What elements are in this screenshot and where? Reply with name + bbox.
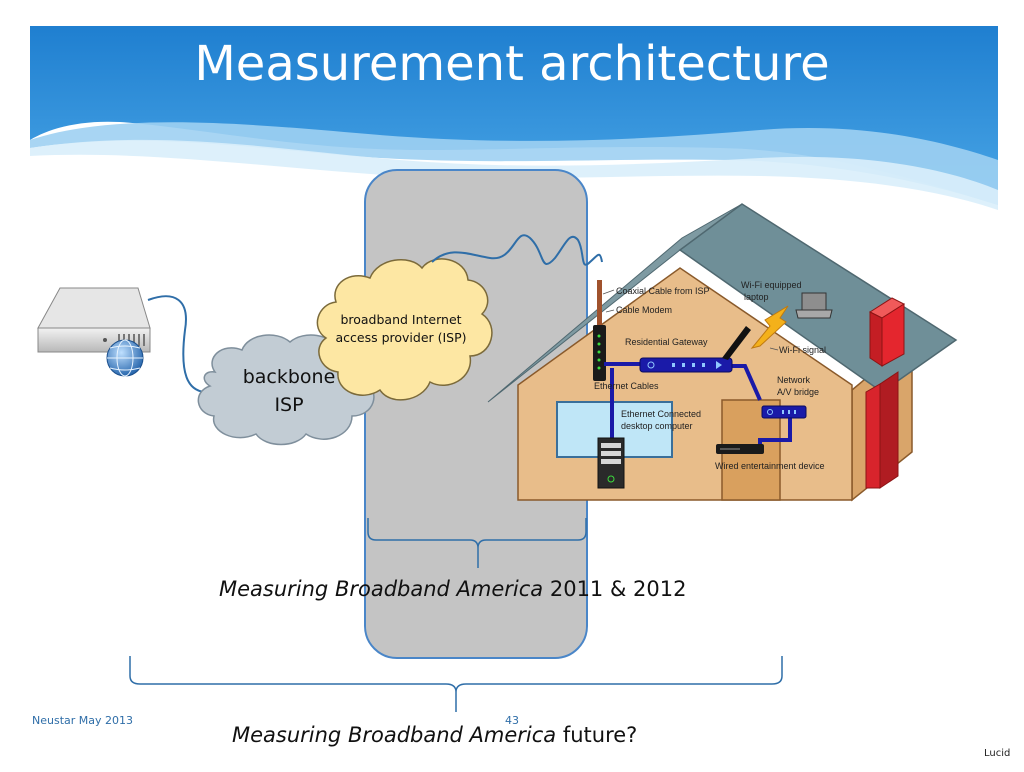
backbone-label-line2: ISP (274, 394, 304, 416)
current-caption-years: 2011 & 2012 (543, 577, 687, 601)
laptop-label: Wi-Fi equipped laptop (741, 279, 802, 303)
future-scope-brace (129, 656, 783, 712)
bridge-label-line2: A/V bridge (777, 387, 820, 397)
leader-lines (602, 289, 779, 351)
desktop-label-line1: Ethernet Connected (621, 409, 702, 419)
desktop-label: Ethernet Connected desktop computer (621, 408, 701, 432)
future-caption-question: future? (556, 723, 638, 747)
entertainment-device-icon (716, 444, 764, 454)
future-caption: Measuring Broadband America future? (232, 723, 637, 747)
bridge-label-line1: Network (777, 375, 811, 385)
future-caption-title: Measuring Broadband America (232, 723, 557, 747)
access-label-line1: broadband Internet (340, 312, 462, 327)
cable-modem-icon (593, 325, 606, 381)
footer-left: Neustar May 2013 (32, 714, 134, 727)
desktop-computer-icon (597, 437, 625, 489)
laptop-label-line2: laptop (744, 292, 769, 302)
page-number: 43 (505, 714, 519, 727)
server-link (147, 295, 213, 394)
server-icon (37, 287, 151, 353)
bridge-label: Network A/V bridge (777, 374, 819, 398)
access-cloud-label: broadband Internet access provider (ISP) (328, 311, 474, 347)
backbone-label-line1: backbone (242, 366, 336, 388)
network-bridge-icon (761, 405, 807, 419)
access-label-line2: access provider (ISP) (335, 330, 467, 345)
modem-label: Cable Modem (616, 305, 673, 315)
backbone-cloud-label: backbone ISP (226, 363, 352, 419)
access-link (431, 234, 603, 266)
ethernet-label: Ethernet Cables (594, 381, 659, 391)
laptop-label-line1: Wi-Fi equipped (741, 280, 802, 290)
coax-cable (597, 280, 602, 325)
current-caption: Measuring Broadband America 2011 & 2012 (219, 577, 686, 601)
gateway-label: Residential Gateway (625, 337, 708, 347)
image-credit: Lucid (984, 748, 1011, 759)
current-caption-title: Measuring Broadband America (219, 577, 544, 601)
desktop-label-line2: desktop computer (621, 421, 693, 431)
residential-gateway-icon (639, 326, 751, 373)
globe-icon (106, 339, 144, 377)
current-scope-brace (367, 518, 587, 568)
wifi-signal-label: Wi-Fi signal (779, 345, 827, 355)
coax-label: Coaxial Cable from ISP (616, 286, 710, 296)
ethernet-cables (604, 362, 792, 446)
wifi-signal-icon (750, 305, 789, 349)
access-isp-cloud (316, 258, 493, 401)
slide-title: Measurement architecture (194, 36, 830, 92)
laptop-icon (795, 292, 833, 319)
entertainment-label: Wired entertainment device (715, 461, 825, 471)
